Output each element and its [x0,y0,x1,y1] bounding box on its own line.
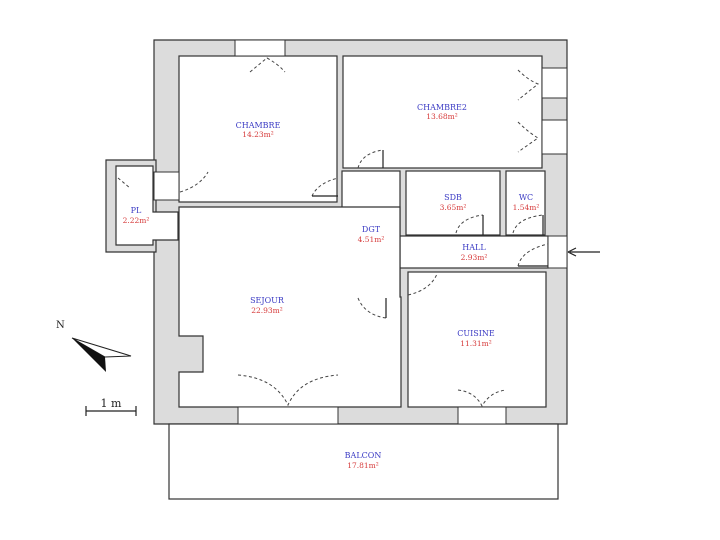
window-cuisine [457,406,507,425]
area-hall: 2.93m² [461,253,488,262]
area-dgt: 4.51m² [358,235,385,244]
door-swing-cuisine-window [457,389,507,408]
north-compass-icon: N [56,320,132,372]
label-sejour: SEJOUR [250,296,285,305]
room-cuisine[interactable] [407,271,547,408]
area-balcon: 17.81m² [347,461,379,470]
scale-label: 1 m [101,397,122,410]
area-cuisine: 11.31m² [460,339,492,348]
label-sdb: SDB [444,193,462,202]
room-hall[interactable] [399,235,549,269]
area-chambre2: 13.68m² [426,112,458,121]
door-swing-pl [179,171,209,193]
window-swing-chambre [249,57,286,73]
door-swing-dgt [357,297,387,319]
door-swing-chambre [311,177,339,197]
room-sejour[interactable] [178,206,402,408]
label-hall: HALL [462,243,486,252]
door-opening-pl [153,171,180,201]
label-chambre2: CHAMBRE2 [417,103,467,112]
door-swing-chambre2 [357,149,384,169]
area-chambre: 14.23m² [242,130,274,139]
door-swing-hall [517,243,549,267]
label-wc: WC [519,193,533,202]
label-cuisine: CUISINE [457,329,495,338]
window-chambre [234,39,286,57]
room-balcon[interactable] [168,423,559,500]
room-chambre2[interactable] [342,55,543,169]
window-swing-chambre2-a [517,69,539,101]
north-label: N [56,320,65,331]
label-chambre: CHAMBRE [236,121,281,130]
area-sdb: 3.65m² [440,203,467,212]
window-swing-chambre2-b [517,121,539,153]
room-pl[interactable] [115,165,179,246]
area-wc: 1.54m² [513,203,540,212]
door-swing-sejour [237,374,339,407]
scale-bar: 1 m [85,397,137,416]
door-swing-sdb [455,214,484,234]
window-chambre2-a [541,67,568,99]
door-swing-pl-small [117,177,131,189]
room-chambre[interactable] [178,55,338,203]
window-sejour [237,406,339,425]
door-swing-wc [512,214,544,234]
entrance-arrowhead-icon [567,247,577,257]
entrance-door-opening [547,235,568,269]
room-wc[interactable] [505,170,546,236]
area-sejour: 22.93m² [251,306,283,315]
window-chambre2-b [541,119,568,155]
label-pl: PL [131,206,142,215]
label-balcon: BALCON [345,451,382,460]
door-swing-cuisine [407,273,438,296]
label-dgt: DGT [362,225,381,234]
room-sdb[interactable] [405,170,501,236]
area-pl: 2.22m² [123,216,150,225]
